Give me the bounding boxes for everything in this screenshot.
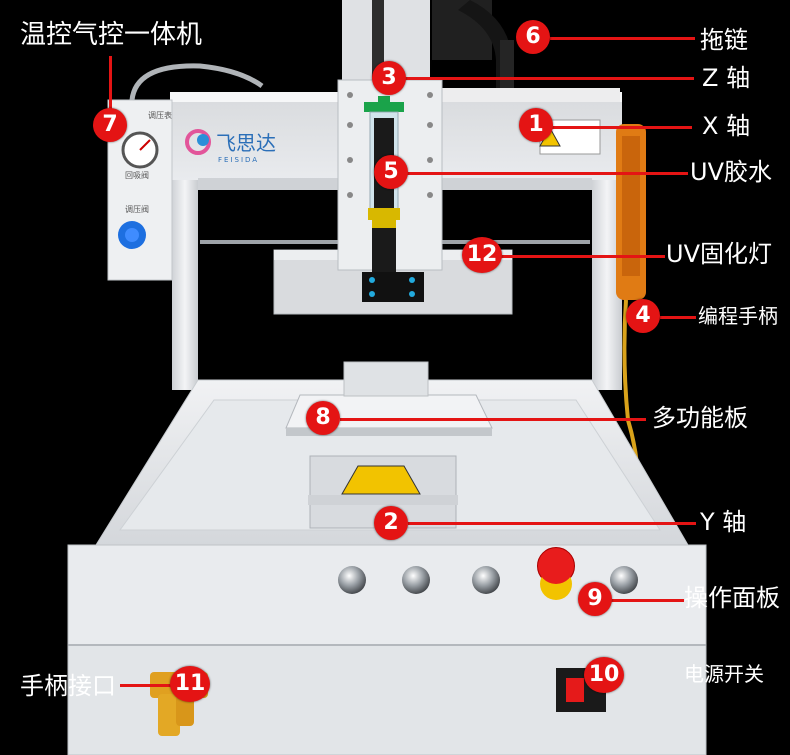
leader-line-12 [500, 255, 665, 258]
callout-badge-3: 3 [372, 61, 406, 95]
leader-line-3 [404, 77, 694, 80]
gauge-label-3: 调压阀 [125, 205, 149, 214]
gauge-label-2: 回吸阀 [125, 171, 149, 180]
leader-line-7 [109, 56, 112, 112]
callout-badge-5: 5 [374, 155, 408, 189]
panel-button-4[interactable] [610, 566, 638, 594]
leader-line-2 [408, 522, 696, 525]
callout-badge-8: 8 [306, 401, 340, 435]
callout-label-3: Z 轴 [702, 64, 751, 92]
callout-label-2: Y 轴 [700, 508, 747, 536]
brand-logo [185, 129, 211, 155]
callout-badge-1: 1 [519, 108, 553, 142]
panel-button-1[interactable] [338, 566, 366, 594]
callout-badge-11: 11 [170, 666, 210, 702]
gauge-label-1: 调压表 [148, 110, 172, 120]
panel-button-3[interactable] [472, 566, 500, 594]
callout-badge-2: 2 [374, 506, 408, 540]
title-label: 温控气控一体机 [20, 20, 203, 50]
callout-label-6: 拖链 [700, 26, 748, 54]
drag-chain [432, 0, 514, 100]
callout-label-9: 操作面板 [684, 584, 780, 612]
callout-label-11: 手柄接口 [20, 672, 116, 700]
leader-line-6 [550, 37, 695, 40]
brand-name: 飞思达 [216, 131, 276, 155]
left-upright [172, 180, 198, 390]
callout-badge-6: 6 [516, 20, 550, 54]
leader-line-4 [660, 316, 696, 319]
panel-button-2[interactable] [402, 566, 430, 594]
leader-line-8 [340, 418, 646, 421]
callout-label-4: 编程手柄 [698, 304, 778, 328]
leader-line-1 [552, 126, 692, 129]
callout-label-8: 多功能板 [652, 404, 748, 432]
callout-badge-10: 10 [584, 657, 624, 693]
hazard-label-icon [341, 465, 421, 495]
callout-label-12: UV固化灯 [666, 240, 772, 268]
callout-badge-12: 12 [462, 237, 502, 273]
callout-badge-7: 7 [93, 108, 127, 142]
callout-label-1: X 轴 [702, 112, 751, 140]
leader-line-11 [120, 684, 174, 687]
callout-label-10: 电源开关 [684, 662, 764, 686]
leader-line-5 [406, 172, 688, 175]
brand-sub: FEISIDA [218, 156, 259, 164]
callout-badge-4: 4 [626, 299, 660, 333]
leader-line-9 [610, 599, 684, 602]
callout-label-5: UV胶水 [690, 158, 772, 186]
callout-badge-9: 9 [578, 582, 612, 616]
